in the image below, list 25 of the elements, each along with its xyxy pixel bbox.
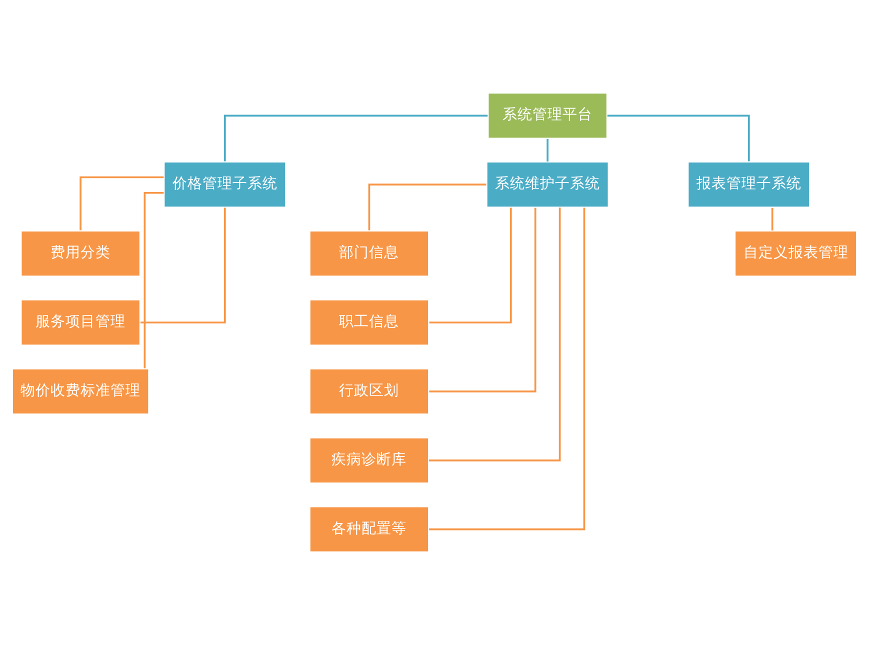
connector bbox=[607, 114, 750, 162]
node-box: 各种配置等 bbox=[308, 505, 430, 554]
connector bbox=[771, 208, 774, 230]
connector bbox=[140, 208, 226, 324]
node-box: 疾病诊断库 bbox=[308, 436, 430, 484]
node-box: 行政区划 bbox=[308, 368, 430, 416]
node-box: 自定义报表管理 bbox=[734, 230, 858, 278]
node-box: 物价收费标准管理 bbox=[11, 368, 150, 416]
node-box: 报表管理子系统 bbox=[686, 160, 811, 208]
connector bbox=[429, 208, 561, 462]
node-box: 职工信息 bbox=[308, 298, 430, 346]
node-box: 系统维护子系统 bbox=[486, 160, 610, 208]
connector bbox=[546, 139, 548, 162]
node-box: 系统管理平台 bbox=[486, 92, 608, 140]
connector bbox=[429, 208, 536, 392]
node-box: 服务项目管理 bbox=[20, 298, 142, 346]
connector bbox=[368, 184, 486, 230]
connector bbox=[429, 208, 586, 530]
connector bbox=[429, 208, 512, 324]
node-box: 价格管理子系统 bbox=[162, 160, 287, 208]
connector bbox=[144, 192, 164, 368]
node-box: 部门信息 bbox=[308, 230, 430, 278]
connector bbox=[224, 114, 488, 162]
node-box: 费用分类 bbox=[20, 230, 142, 278]
connector bbox=[80, 176, 164, 230]
